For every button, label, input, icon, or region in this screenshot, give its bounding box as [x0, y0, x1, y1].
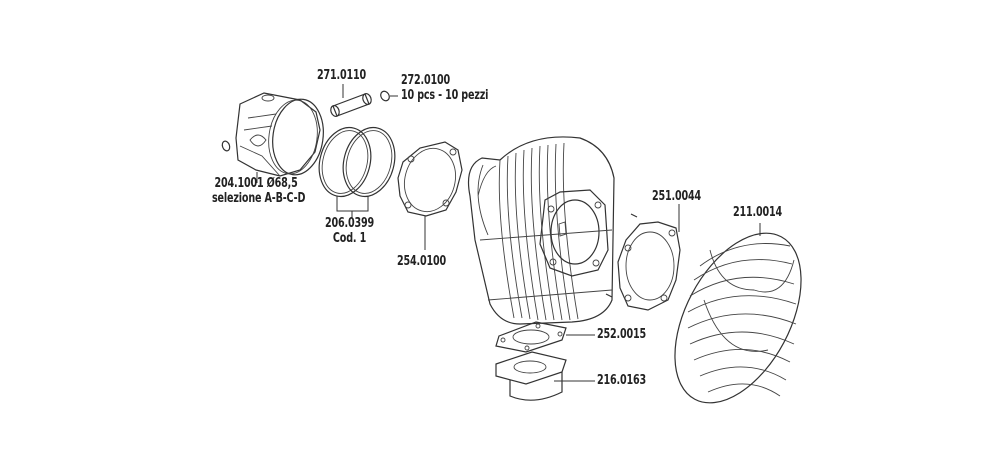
label-piston: 204.1001 Ø68,5 selezione A-B-C-D [212, 176, 306, 206]
circlip-left-drawing [221, 140, 231, 152]
head-gasket-drawing [617, 221, 681, 311]
circlip-right-drawing [380, 90, 390, 102]
base-gasket-drawing [397, 141, 463, 217]
label-piston-rings: 206.0399 Cod. 1 [325, 216, 375, 246]
label-head-gasket: 251.0044 [652, 189, 702, 204]
intake-gasket-drawing [495, 321, 567, 353]
piston-pin-drawing [330, 93, 372, 117]
piston-rings-drawing [318, 126, 396, 198]
intake-manifold-drawing [495, 351, 567, 401]
label-base-gasket: 254.0100 [397, 254, 447, 269]
label-cylinder-head: 211.0014 [733, 205, 783, 220]
cylinder-head-drawing [674, 232, 802, 404]
label-intake-manifold: 216.0163 [597, 373, 647, 388]
label-piston-pin: 271.0110 [317, 68, 367, 83]
label-intake-gasket: 252.0015 [597, 327, 647, 342]
cylinder-drawing [467, 136, 615, 325]
dowel-pins-drawing [605, 213, 638, 298]
piston-drawing [235, 92, 324, 177]
label-circlip: 272.0100 10 pcs - 10 pezzi [401, 73, 489, 103]
